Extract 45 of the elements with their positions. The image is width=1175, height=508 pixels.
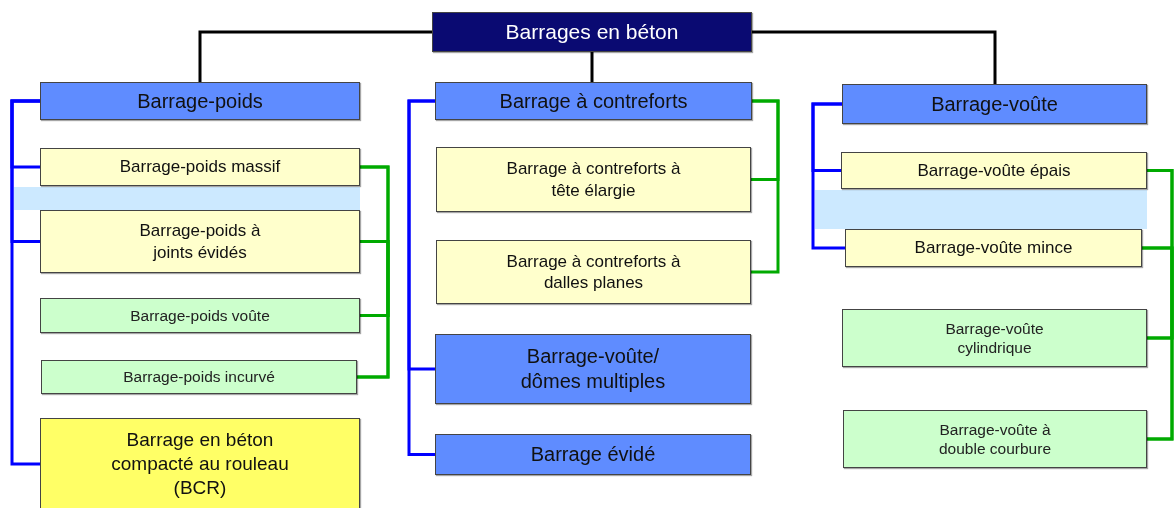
connector-line bbox=[357, 240, 390, 379]
node-label: Barrage-voûte épais bbox=[917, 159, 1071, 182]
variant-box bbox=[40, 298, 360, 333]
node-label: Barrage à contreforts à tête élargie bbox=[505, 158, 682, 201]
grouping-band bbox=[815, 190, 1147, 229]
node-label: Barrage-voûte cylindrique bbox=[944, 318, 1045, 358]
node-label: Barrage-poids à joints évidés bbox=[138, 220, 262, 263]
connector-line bbox=[1142, 246, 1174, 441]
node-label: Barrage évidé bbox=[530, 442, 656, 467]
variant-box bbox=[41, 360, 357, 394]
node-label: Barrage-voûte mince bbox=[914, 237, 1073, 259]
connector-line bbox=[811, 102, 845, 250]
node-label: Barrage-voûte/ dômes multiples bbox=[519, 344, 667, 394]
node-label: Barrage-poids massif bbox=[119, 156, 281, 178]
node-label: Barrage-poids bbox=[137, 88, 263, 114]
category-box bbox=[435, 82, 752, 120]
type-box bbox=[436, 240, 751, 304]
category-box bbox=[435, 434, 751, 475]
variant-box bbox=[842, 309, 1147, 367]
node-label: Barrage-poids voûte bbox=[130, 305, 270, 326]
category-box bbox=[435, 334, 751, 404]
root-box bbox=[432, 12, 752, 52]
connector-line bbox=[590, 52, 594, 82]
node-label: Barrage à contreforts à dalles planes bbox=[505, 250, 682, 294]
connector-line bbox=[751, 99, 780, 274]
node-label: Barrage à contreforts bbox=[499, 88, 688, 114]
node-label: Barrage-poids incurvé bbox=[123, 367, 275, 387]
type-box bbox=[40, 210, 360, 273]
category-box bbox=[842, 84, 1147, 124]
node-label: Barrage-voûte à double courbure bbox=[938, 419, 1052, 459]
connector-line bbox=[198, 30, 432, 82]
node-label: Barrage en béton compacté au rouleau (BCR) bbox=[110, 428, 290, 500]
type-box bbox=[436, 147, 751, 212]
highlight-box bbox=[40, 418, 360, 508]
type-box bbox=[845, 229, 1142, 267]
type-box bbox=[40, 148, 360, 186]
category-box bbox=[40, 82, 360, 120]
connector-line bbox=[752, 30, 997, 84]
node-label: Barrage-voûte bbox=[931, 91, 1058, 117]
connector-line bbox=[407, 99, 435, 456]
node-label: Barrages en béton bbox=[505, 18, 679, 45]
variant-box bbox=[843, 410, 1147, 468]
connector-line bbox=[10, 99, 40, 466]
grouping-band bbox=[14, 187, 360, 210]
type-box bbox=[841, 152, 1147, 189]
